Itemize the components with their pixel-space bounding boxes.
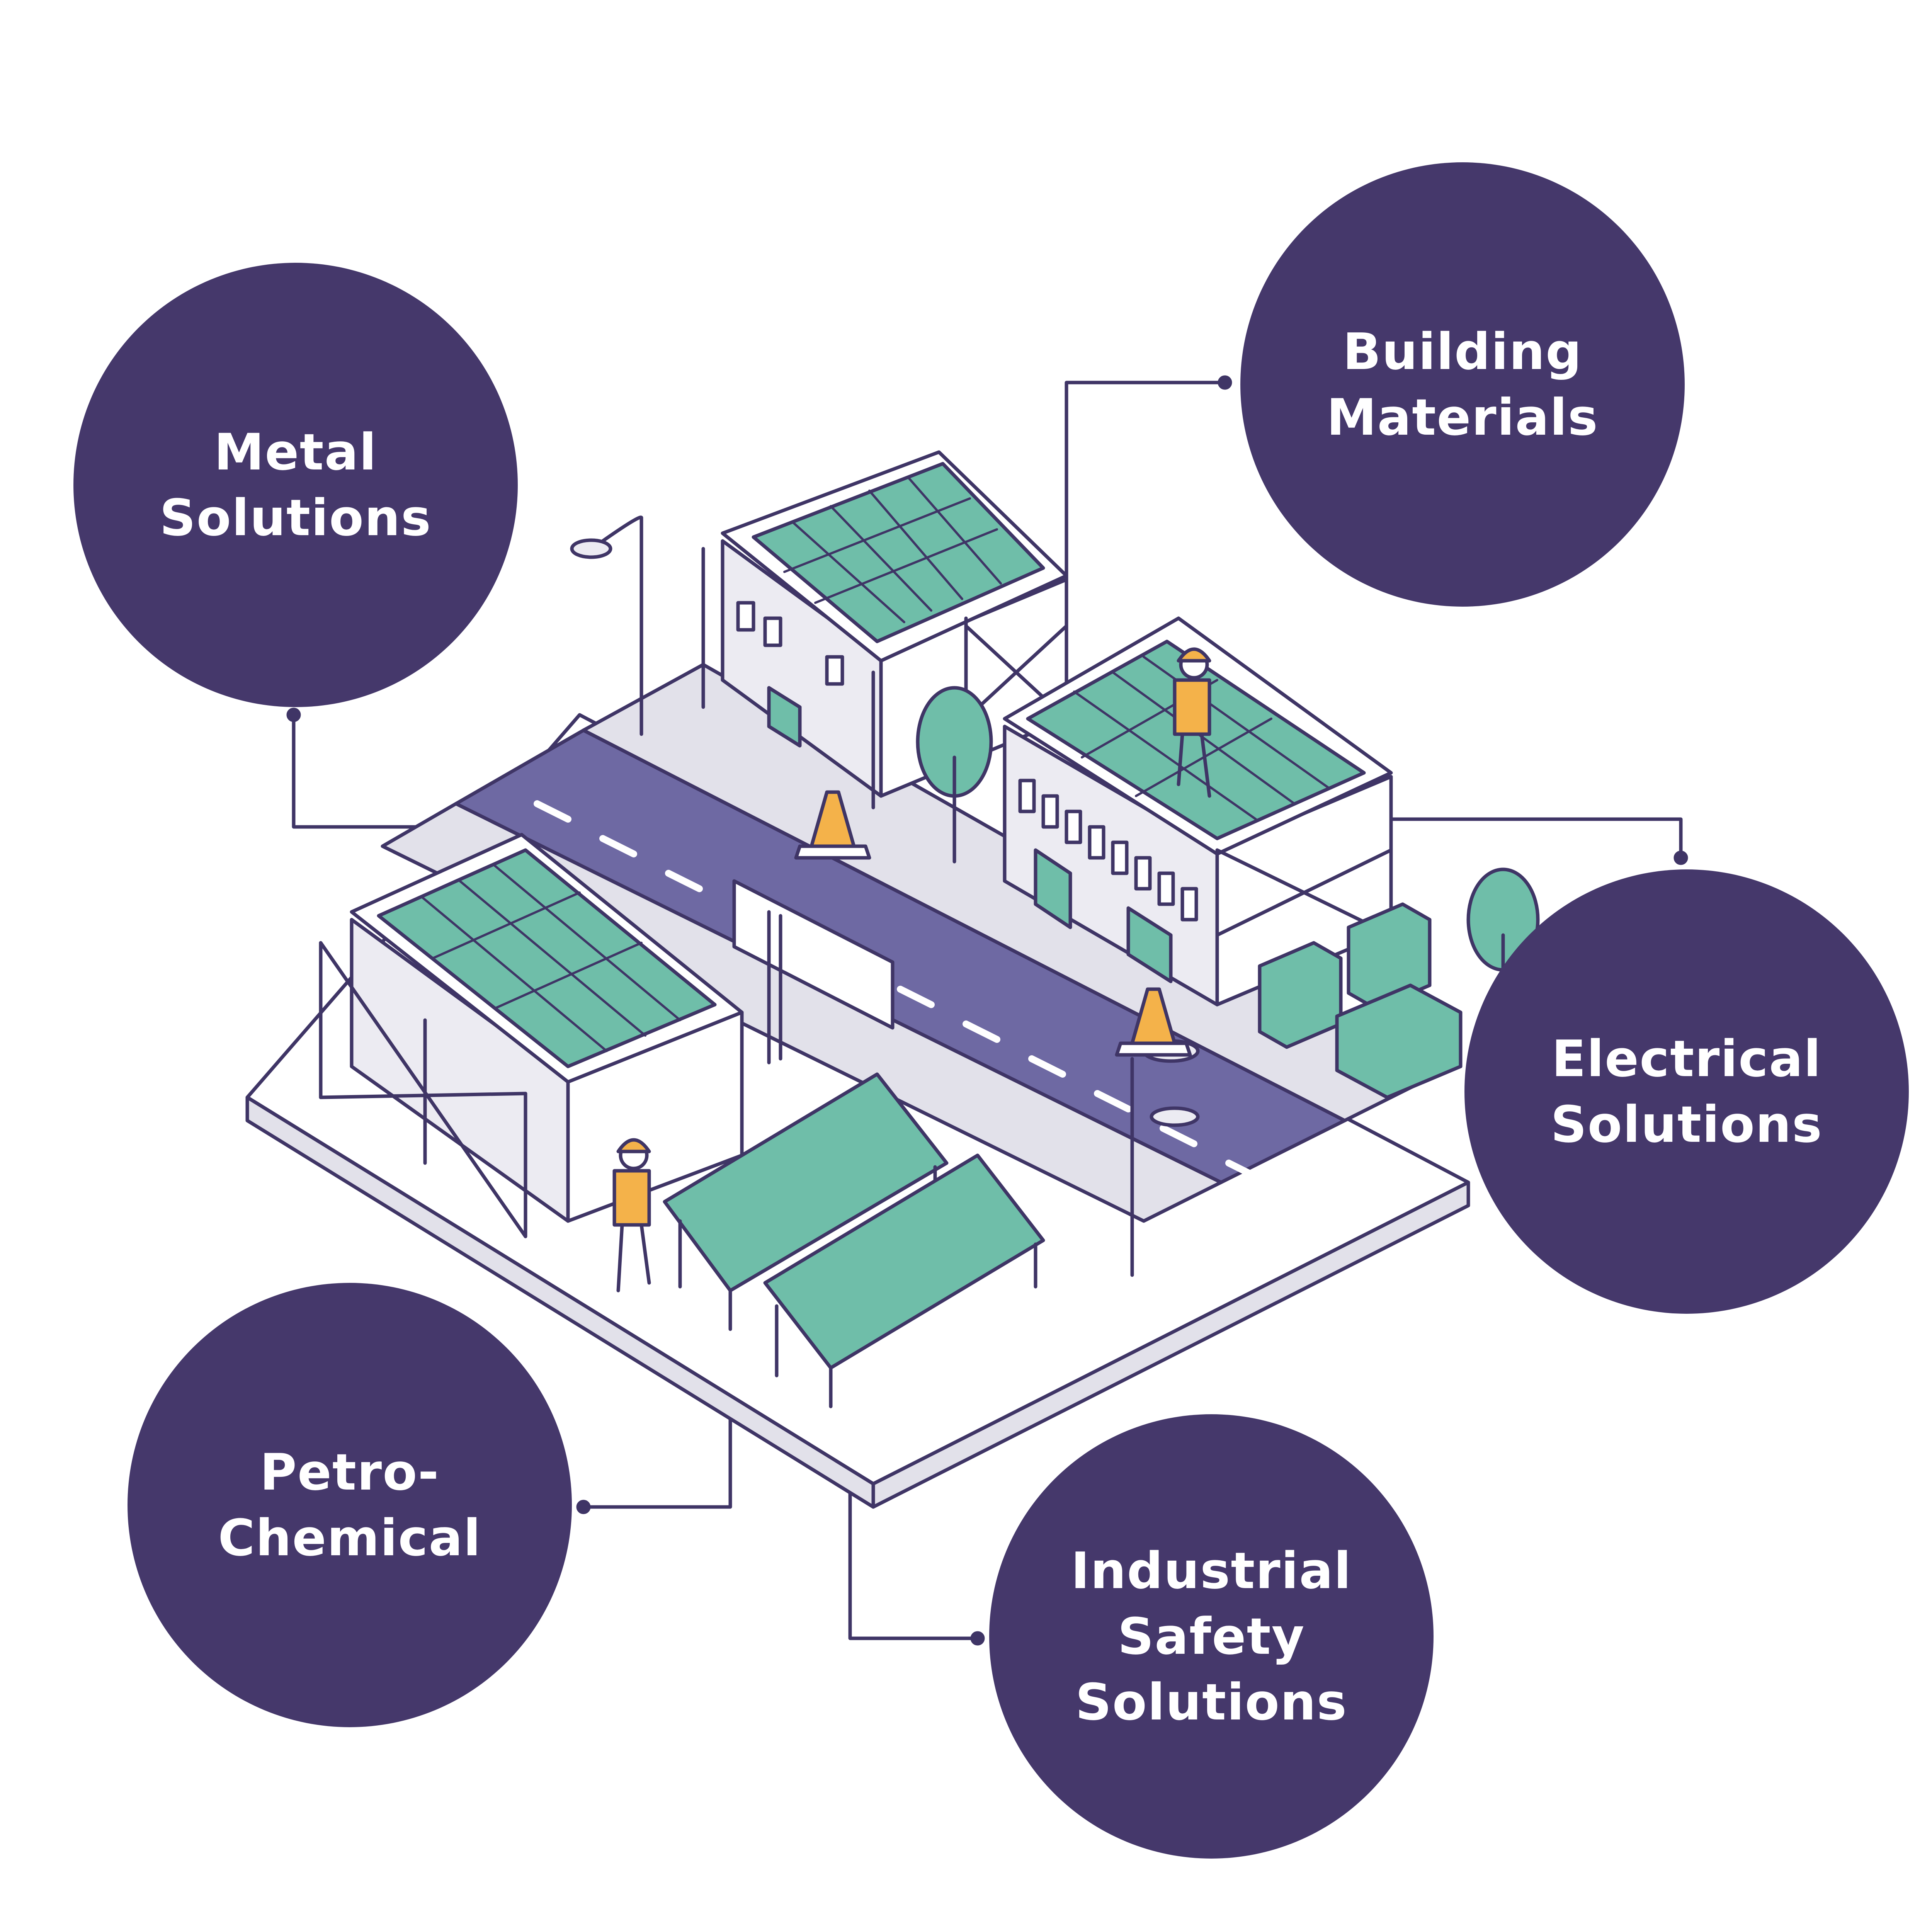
bubble-petro-chemical[interactable]: Petro- Chemical	[128, 1283, 572, 1727]
bubble-electrical-solutions[interactable]: Electrical Solutions	[1464, 869, 1909, 1314]
solar-array-2	[763, 1153, 1045, 1408]
label-line: Materials	[1327, 388, 1599, 447]
tree-1	[916, 686, 993, 864]
traffic-cone-2	[1115, 987, 1192, 1057]
connector-dot-safety	[970, 1631, 985, 1646]
label-line: Solutions	[1551, 1095, 1823, 1154]
bubble-building-label: Building Materials	[1327, 319, 1599, 450]
bubble-industrial-safety[interactable]: Industrial Safety Solutions	[989, 1414, 1434, 1859]
connector-dot-electrical	[1673, 850, 1688, 865]
label-line: Safety	[1117, 1607, 1305, 1666]
bubble-petro-label: Petro- Chemical	[218, 1439, 481, 1571]
worker-ground	[612, 1138, 651, 1293]
connector-dot-metal	[286, 707, 301, 722]
building-front	[319, 833, 744, 1238]
bubble-metal-solutions[interactable]: Metal Solutions	[73, 263, 518, 707]
bubble-building-materials[interactable]: Building Materials	[1240, 162, 1685, 607]
solar-roof-back	[752, 462, 1045, 643]
label-line: Solutions	[160, 488, 432, 547]
solar-roof-front	[377, 848, 717, 1068]
connector-dot-building	[1218, 375, 1232, 390]
bubble-electrical-label: Electrical Solutions	[1551, 1026, 1823, 1157]
connector-safety	[848, 1459, 980, 1640]
connector-building	[1065, 381, 1227, 593]
label-line: Industrial	[1071, 1541, 1352, 1600]
connector-electrical	[1389, 817, 1683, 860]
connector-metal	[292, 713, 458, 829]
label-line: Solutions	[1075, 1673, 1347, 1731]
connector-petro	[582, 1385, 732, 1509]
label-line: Chemical	[218, 1509, 481, 1567]
billboard	[732, 879, 895, 1065]
bubble-safety-label: Industrial Safety Solutions	[1071, 1538, 1352, 1735]
bubble-metal-label: Metal Solutions	[160, 419, 432, 551]
connector-dot-petro	[576, 1500, 591, 1514]
traffic-cone-1	[794, 790, 871, 860]
electrical-cabinets	[1258, 902, 1463, 1099]
label-line: Metal	[214, 423, 377, 481]
connector-lines	[286, 375, 1688, 1646]
label-line: Building	[1343, 322, 1582, 381]
building-right	[1003, 616, 1393, 1007]
solar-roof-right	[1026, 639, 1366, 840]
street-lamp-1	[570, 515, 643, 736]
lane-markings	[534, 800, 1263, 1182]
label-line: Petro-	[260, 1443, 440, 1502]
worker-roof	[1173, 647, 1211, 798]
label-line: Electrical	[1551, 1029, 1822, 1088]
